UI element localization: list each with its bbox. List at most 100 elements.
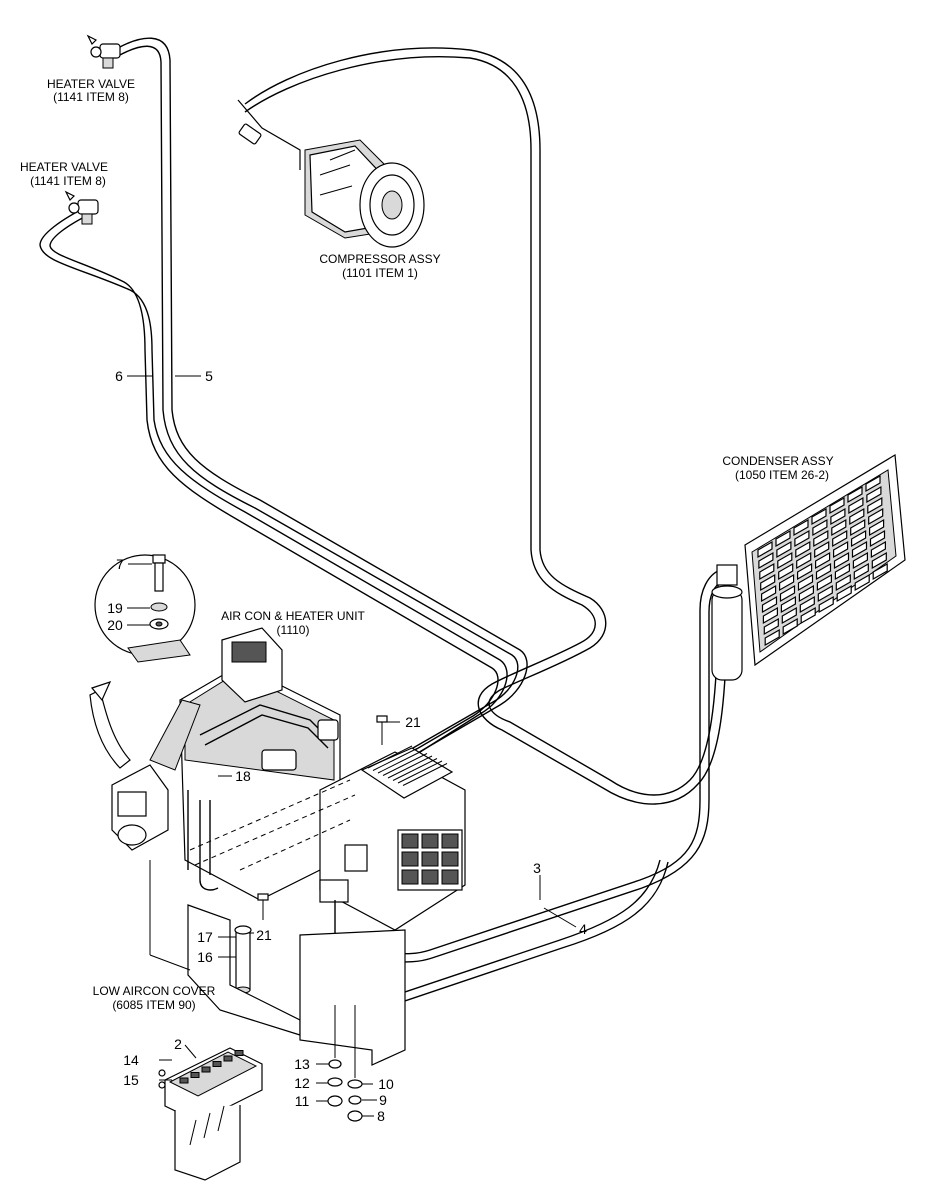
compressor-assy <box>237 99 425 248</box>
condenser-fin <box>833 551 850 570</box>
panel-button <box>234 1050 244 1056</box>
low-aircon-cover <box>149 860 406 1066</box>
condenser-fin <box>779 573 795 592</box>
callout-2: 2 <box>174 1036 182 1052</box>
callout-18: 18 <box>235 768 251 784</box>
heater-valve-top <box>86 34 121 69</box>
condenser-fin <box>778 562 794 581</box>
label-heater-valve-mid: HEATER VALVE <box>20 160 108 174</box>
panel-button <box>223 1055 233 1062</box>
condenser-fin <box>762 606 778 625</box>
condenser-fin <box>868 507 884 526</box>
condenser-fin <box>782 617 798 636</box>
label-heater-valve-top-ref: (1141 ITEM 8) <box>53 90 129 104</box>
callout-12: 12 <box>294 1075 310 1091</box>
condenser-fin <box>830 507 846 526</box>
condenser-fin <box>798 584 814 603</box>
panel-cell <box>441 869 459 885</box>
condenser-fin <box>763 617 779 636</box>
condenser-fin <box>833 540 849 559</box>
condenser-fin <box>851 529 867 548</box>
condenser-fin <box>829 496 845 515</box>
condenser-fin <box>815 562 832 581</box>
filter-line <box>382 753 428 776</box>
condenser-fin <box>866 485 882 504</box>
detail-circle <box>94 554 196 663</box>
condenser-fin <box>759 562 775 581</box>
label-compressor: COMPRESSOR ASSY <box>319 252 440 266</box>
condenser-fin <box>867 496 883 515</box>
condenser-fin <box>779 584 796 603</box>
panel-cell <box>401 869 419 885</box>
callout-3: 3 <box>533 860 541 876</box>
panel-cell <box>401 851 419 867</box>
condenser-fin <box>851 540 868 559</box>
condenser-fin <box>811 507 827 526</box>
label-condenser-ref: (1050 ITEM 26-2) <box>735 468 829 482</box>
condenser-fin <box>799 595 815 614</box>
filter-line <box>367 745 413 769</box>
callout-21-upper: 21 <box>405 714 421 730</box>
callout-15: 15 <box>123 1072 139 1088</box>
condenser-fin <box>813 529 829 548</box>
callout-14: 14 <box>123 1052 139 1068</box>
filter-line <box>397 760 443 784</box>
callout-10: 10 <box>378 1076 394 1092</box>
condenser-fin <box>854 573 870 592</box>
condenser-fin <box>797 573 814 592</box>
panel-button <box>190 1072 200 1078</box>
panel-cell <box>421 851 439 867</box>
filter-line <box>392 758 438 781</box>
callout-5: 5 <box>205 368 213 384</box>
condenser-fin <box>871 551 887 570</box>
aircon-heater-unit <box>89 627 466 961</box>
label-condenser: CONDENSER ASSY <box>722 454 833 468</box>
condenser-fin <box>870 540 886 559</box>
panel-cell <box>441 833 459 849</box>
condenser-fin <box>757 540 773 559</box>
callout-8: 8 <box>377 1108 385 1124</box>
condenser-fin <box>832 529 848 548</box>
part-labels: HEATER VALVE (1141 ITEM 8) HEATER VALVE … <box>20 77 834 1012</box>
condenser-fin <box>865 474 881 493</box>
filter-line <box>387 755 433 779</box>
condenser-fin <box>853 562 869 581</box>
condenser-fin <box>850 518 866 537</box>
control-panel <box>158 1047 263 1181</box>
condenser-fin <box>872 562 888 581</box>
callout-numbers: 2 3 4 5 6 7 8 9 10 11 12 13 14 15 16 17 … <box>107 368 587 1124</box>
condenser-fin <box>793 518 809 537</box>
callout-6: 6 <box>115 368 123 384</box>
heater-valve-mid <box>64 190 99 225</box>
condenser-fin <box>812 518 828 537</box>
condenser-fin <box>852 551 868 570</box>
condenser-fin <box>760 573 776 592</box>
callout-13: 13 <box>294 1056 310 1072</box>
drain-hose <box>234 925 252 994</box>
condenser-fin <box>848 496 864 515</box>
condenser-fin <box>834 562 850 581</box>
condenser-fin <box>814 540 830 559</box>
condenser-fin <box>869 518 885 537</box>
callout-16: 16 <box>197 949 213 965</box>
filter-line <box>372 748 418 771</box>
label-aircon-unit-ref: (1110) <box>277 623 310 637</box>
hose-compressor-loop <box>244 47 728 805</box>
label-heater-valve-mid-ref: (1141 ITEM 8) <box>30 174 106 188</box>
condenser-fin <box>849 507 865 526</box>
callout-leaders <box>127 375 577 1117</box>
condenser-fin <box>817 584 833 603</box>
panel-cell <box>441 851 459 867</box>
condenser-fin <box>831 518 847 537</box>
condenser-fin <box>758 551 774 570</box>
condenser-fin <box>835 573 851 592</box>
label-compressor-ref: (1101 ITEM 1) <box>342 266 418 280</box>
panel-cell <box>401 833 419 849</box>
callout-19: 19 <box>107 600 123 616</box>
condenser-fin <box>815 551 831 570</box>
panel-button <box>179 1077 189 1084</box>
condenser-fin <box>816 573 832 592</box>
condenser-fin <box>776 540 792 559</box>
callout-7: 7 <box>116 556 124 572</box>
